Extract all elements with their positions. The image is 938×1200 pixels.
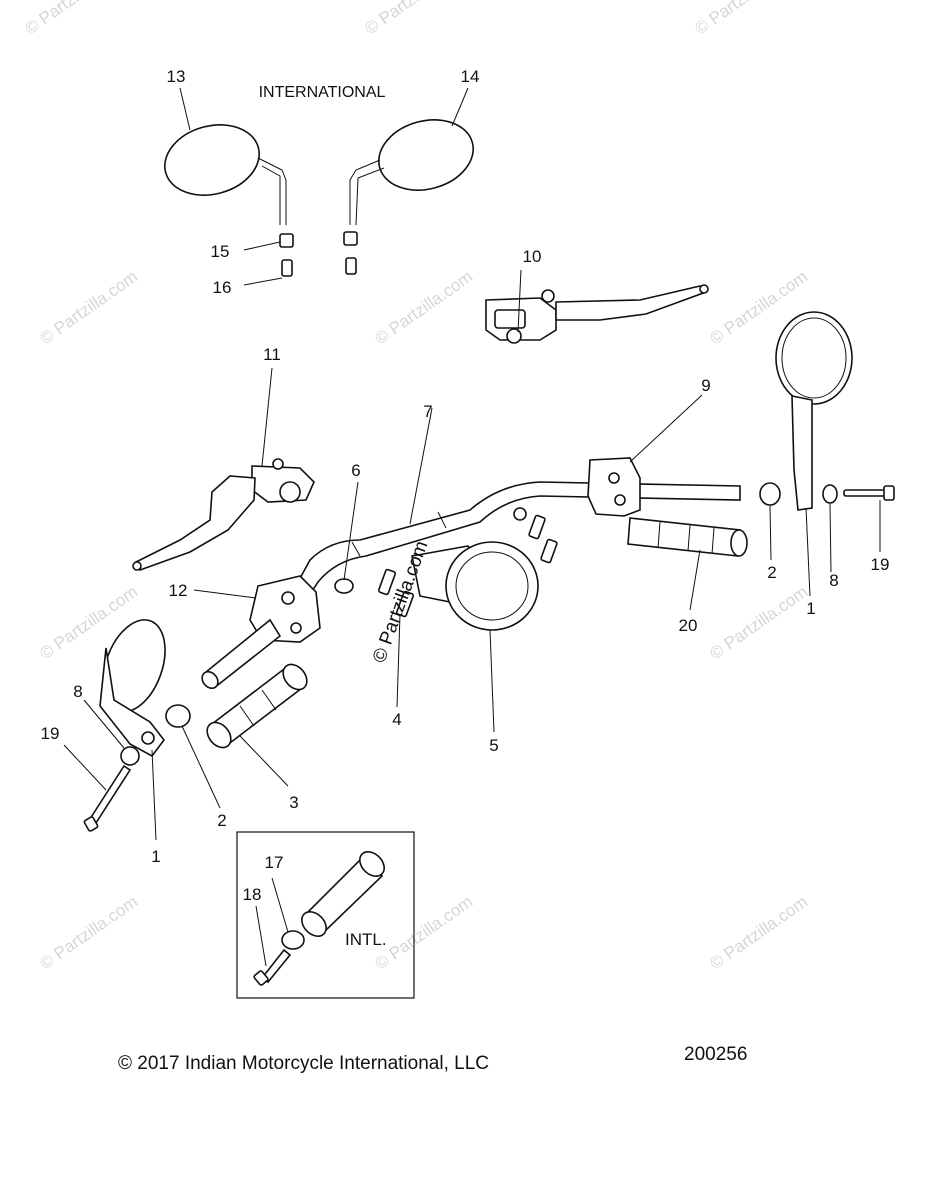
international-label: INTERNATIONAL bbox=[259, 84, 386, 101]
callout-19-left: 19 bbox=[41, 724, 60, 743]
callout-5: 5 bbox=[489, 736, 498, 755]
bolts-4 bbox=[377, 507, 558, 618]
bar-end-17 bbox=[281, 930, 305, 950]
callout-13: 13 bbox=[167, 67, 186, 86]
clamp-6 bbox=[334, 578, 354, 594]
callout-7: 7 bbox=[423, 402, 432, 421]
watermark-text: © Partzilla.com bbox=[691, 0, 796, 38]
brake-master-cylinder-10 bbox=[485, 284, 709, 344]
adapter-16 bbox=[281, 257, 357, 277]
headlight-housing-5: © Partzilla.com bbox=[369, 538, 539, 666]
bar-end-2-left bbox=[165, 704, 191, 728]
callout-6: 6 bbox=[351, 461, 360, 480]
callout-17: 17 bbox=[265, 853, 284, 872]
callout-19-right: 19 bbox=[871, 555, 890, 574]
callout-1-right: 1 bbox=[806, 599, 815, 618]
callout-10: 10 bbox=[523, 247, 542, 266]
callout-3: 3 bbox=[289, 793, 298, 812]
watermark-text: © Partzilla.com bbox=[36, 892, 141, 973]
watermark-text: © Partzilla.com bbox=[706, 892, 811, 973]
nut-8-right bbox=[822, 484, 838, 504]
watermark-text: © Partzilla.com bbox=[36, 267, 141, 348]
callout-4: 4 bbox=[392, 710, 401, 729]
screw-18 bbox=[253, 948, 292, 986]
intl-grip bbox=[301, 851, 385, 937]
right-grip-20 bbox=[627, 517, 748, 557]
callout-8-right: 8 bbox=[829, 571, 838, 590]
bar-end-mirror-1-right bbox=[775, 311, 853, 511]
clutch-lever-11 bbox=[132, 458, 315, 571]
intl-inset: INTL. bbox=[236, 831, 415, 999]
grip-3 bbox=[206, 663, 308, 749]
diagram-number: 200256 bbox=[684, 1044, 747, 1065]
right-switch-housing-9 bbox=[587, 457, 641, 517]
callout-2-left: 2 bbox=[217, 811, 226, 830]
callout-12: 12 bbox=[169, 581, 188, 600]
callout-18: 18 bbox=[243, 885, 262, 904]
callout-9: 9 bbox=[701, 376, 710, 395]
mirror-13 bbox=[164, 124, 287, 225]
copyright-text: © 2017 Indian Motorcycle International, … bbox=[118, 1053, 489, 1074]
callout-numbers: 13 14 15 16 10 11 9 7 6 12 2 8 19 1 20 4… bbox=[41, 67, 890, 904]
intl-label: INTL. bbox=[345, 930, 387, 949]
callout-15: 15 bbox=[211, 242, 230, 261]
callout-20: 20 bbox=[679, 616, 698, 635]
callout-11: 11 bbox=[263, 345, 281, 364]
watermark-text: © Partzilla.com bbox=[361, 0, 466, 38]
nut-15 bbox=[279, 231, 358, 248]
center-watermark: © Partzilla.com bbox=[369, 538, 433, 665]
callout-1-left: 1 bbox=[151, 847, 160, 866]
watermark-text: © Partzilla.com bbox=[371, 892, 476, 973]
left-throttle-tube bbox=[201, 618, 282, 690]
watermark-text: © Partzilla.com bbox=[371, 267, 476, 348]
bolt-19-right bbox=[843, 485, 895, 501]
mirror-14 bbox=[349, 119, 474, 226]
bar-end-2-right bbox=[759, 482, 781, 506]
callout-2-right: 2 bbox=[767, 563, 776, 582]
callout-16: 16 bbox=[213, 278, 232, 297]
handlebar-7 bbox=[284, 481, 741, 612]
watermark-text: © Partzilla.com bbox=[21, 0, 126, 38]
callout-8-left: 8 bbox=[73, 682, 82, 701]
nut-8-left bbox=[120, 746, 140, 766]
watermark-text: © Partzilla.com bbox=[706, 582, 811, 663]
bar-end-mirror-1-left bbox=[99, 619, 166, 758]
callout-14: 14 bbox=[461, 67, 480, 86]
leader-lines bbox=[63, 87, 881, 967]
bolt-19-left bbox=[83, 764, 132, 832]
